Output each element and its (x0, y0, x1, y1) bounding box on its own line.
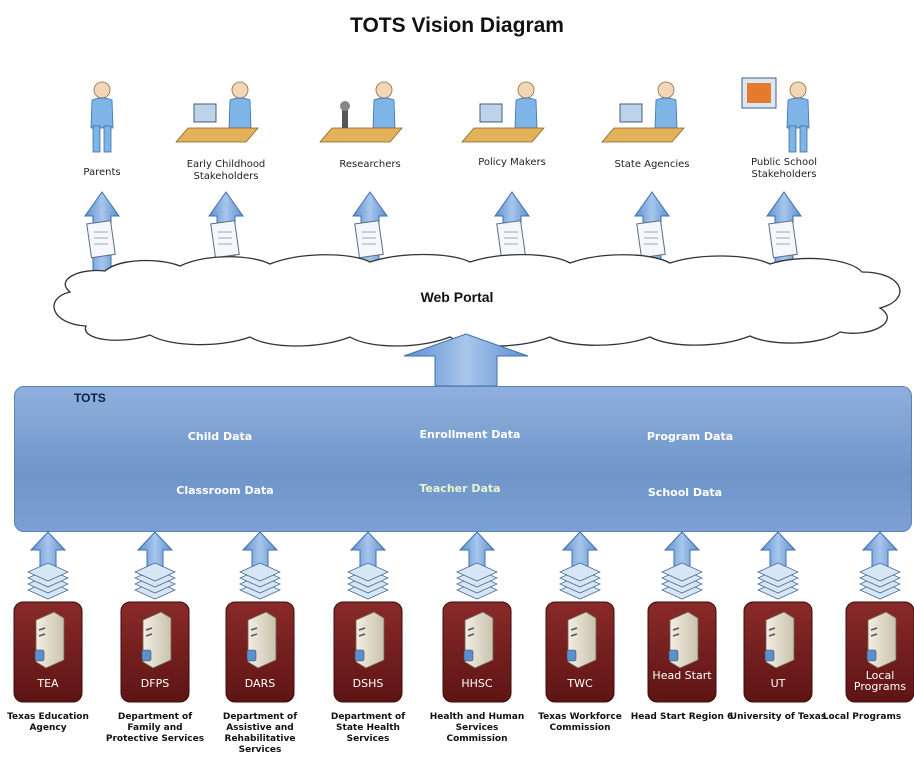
server-icon (463, 611, 494, 669)
report-icon (354, 220, 384, 259)
folder-icon (636, 220, 666, 259)
server-icon (566, 611, 597, 669)
document-icon (86, 220, 116, 259)
puzzle-piece-label: Program Data (646, 430, 734, 443)
tots-panel (14, 386, 912, 532)
source-name-label: Department of Assistive and Rehabilitati… (222, 712, 298, 755)
data-stack-icon (134, 562, 176, 600)
stakeholder-label: Public School Stakeholders (751, 157, 817, 180)
source-code-label: HHSC (461, 677, 493, 690)
data-stack-icon (347, 562, 389, 600)
server-icon (866, 611, 897, 669)
stakeholder-label: State Agencies (614, 159, 690, 170)
data-stack-icon (239, 562, 281, 600)
data-source-box (545, 601, 615, 703)
data-stack-icon (27, 562, 69, 600)
clipboard-icon (210, 220, 240, 259)
puzzle-piece-label: Classroom Data (176, 484, 274, 497)
source-name-label: Health and Human Services Commission (429, 712, 525, 744)
source-name-label: Texas Education Agency (7, 712, 89, 733)
puzzle-piece-label: Child Data (187, 430, 253, 443)
source-code-label: Head Start (652, 669, 712, 682)
source-name-label: Head Start Region 6 (630, 712, 734, 722)
source-code-label: Local Programs (853, 669, 907, 693)
stakeholder-label: Parents (83, 167, 121, 178)
data-source-box (13, 601, 83, 703)
source-code-label: TEA (37, 677, 59, 690)
data-source-box (647, 601, 717, 703)
data-source-box (333, 601, 403, 703)
school-presentation-icon (741, 77, 810, 153)
chart-document-icon (768, 220, 798, 259)
source-name-label: Local Programs (822, 712, 902, 722)
puzzle-piece-label: Teacher Data (419, 482, 501, 495)
source-name-label: Department of Family and Protective Serv… (105, 712, 205, 744)
server-icon (246, 611, 277, 669)
parent-person-icon (90, 81, 114, 153)
source-code-label: DSHS (352, 677, 384, 690)
researcher-microscope-icon (319, 81, 403, 143)
server-icon (764, 611, 795, 669)
source-name-label: Department of State Health Services (330, 712, 406, 744)
source-name-label: Texas Workforce Commission (538, 712, 622, 733)
source-code-label: TWC (567, 677, 593, 690)
diagram-title: TOTS Vision Diagram (350, 14, 564, 37)
source-code-label: DFPS (140, 677, 170, 690)
source-code-label: UT (770, 677, 786, 690)
web-portal-cloud (53, 253, 901, 347)
childhood-stakeholder-desk-icon (175, 81, 259, 143)
server-icon (34, 611, 65, 669)
data-stack-icon (661, 562, 703, 600)
data-stack-icon (757, 562, 799, 600)
stakeholder-label: Policy Makers (478, 157, 546, 168)
data-source-box (845, 601, 914, 703)
stakeholder-label: Early Childhood Stakeholders (186, 159, 266, 182)
tots-label: TOTS (74, 391, 106, 405)
source-code-label: DARS (244, 677, 276, 690)
data-source-box (442, 601, 512, 703)
puzzle-piece-label: Enrollment Data (419, 428, 521, 441)
stakeholder-label: Researchers (339, 159, 401, 170)
policy-maker-desk-icon (461, 81, 545, 143)
server-icon (141, 611, 172, 669)
web-portal-label: Web Portal (420, 289, 494, 305)
data-source-box (743, 601, 813, 703)
puzzle-piece-label: School Data (647, 486, 723, 499)
server-icon (354, 611, 385, 669)
spreadsheet-icon (496, 220, 526, 259)
server-icon (668, 611, 699, 669)
data-source-box (120, 601, 190, 703)
state-agency-computer-icon (601, 81, 685, 143)
data-stack-icon (559, 562, 601, 600)
source-name-label: University of Texas (729, 712, 827, 722)
data-source-box (225, 601, 295, 703)
data-stack-icon (456, 562, 498, 600)
data-stack-icon (859, 562, 901, 600)
